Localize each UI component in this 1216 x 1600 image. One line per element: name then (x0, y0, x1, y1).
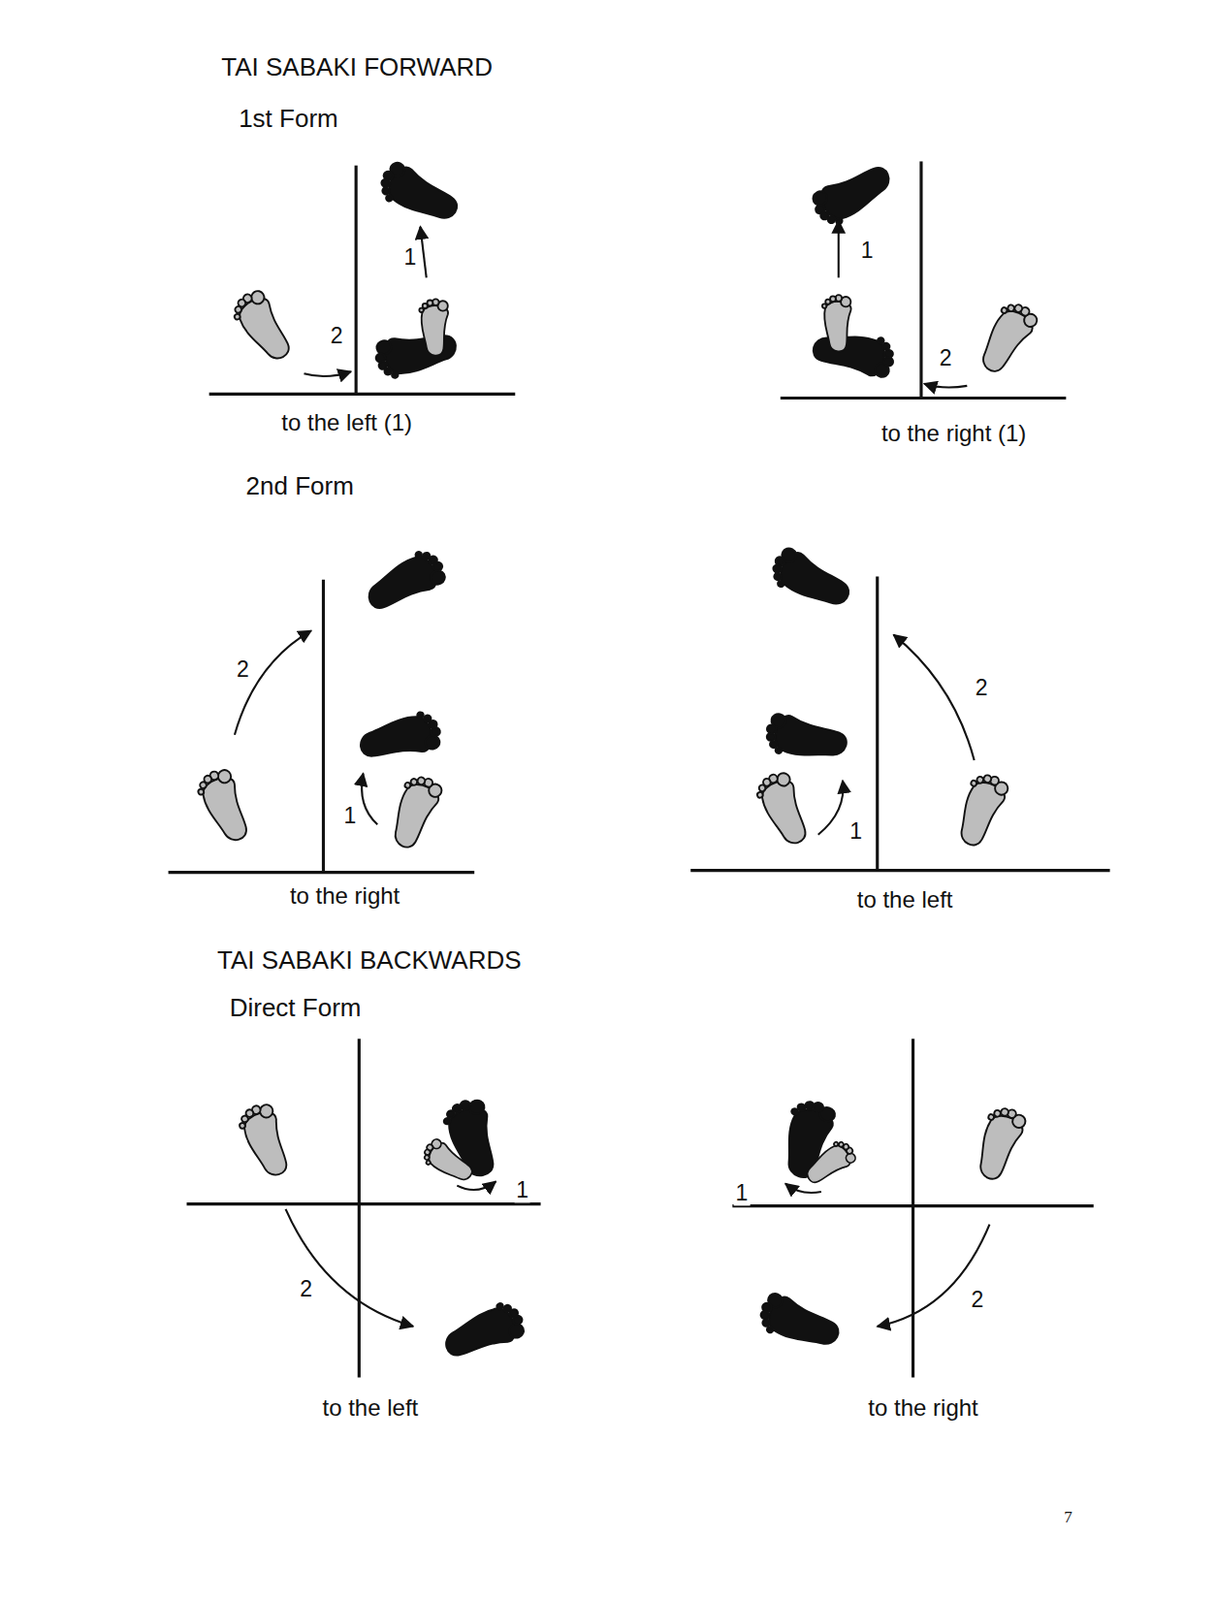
callout-number: 1 (402, 246, 419, 271)
callout-number: 1 (341, 803, 358, 829)
callout-number: 2 (973, 675, 991, 701)
callout-number: 1 (859, 238, 876, 263)
callout-number: 2 (297, 1277, 315, 1302)
section-heading: 2nd Form (246, 471, 354, 500)
direction-caption: to the left (1) (281, 409, 413, 435)
page-number: 7 (1063, 1508, 1073, 1528)
section-heading: 1st Form (238, 104, 339, 133)
callout-number: 1 (513, 1178, 531, 1203)
callout-number: 1 (847, 820, 864, 845)
page-title: TAI SABAKI FORWARD (221, 53, 493, 82)
direction-caption: to the right (1) (881, 420, 1026, 447)
callout-number: 2 (328, 324, 346, 350)
footprints (192, 159, 1041, 1365)
callout-number: 1 (733, 1181, 750, 1206)
direction-caption: to the right (867, 1395, 978, 1421)
callout-number: 2 (234, 658, 252, 683)
direction-caption: to the left (322, 1395, 419, 1421)
direction-caption: to the right (289, 882, 400, 908)
section-heading: TAI SABAKI BACKWARDS (217, 946, 522, 975)
callout-number: 2 (968, 1288, 986, 1313)
step-arrows (234, 220, 990, 1326)
grid-lines (168, 160, 1111, 1377)
direction-caption: to the left (857, 887, 954, 913)
section-heading: Direct Form (229, 993, 362, 1023)
callout-number: 2 (937, 347, 955, 372)
